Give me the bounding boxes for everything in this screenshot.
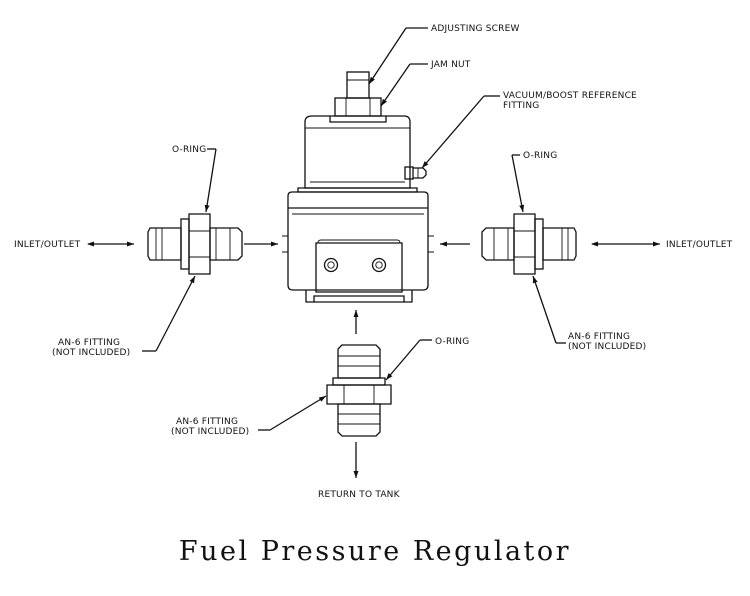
label-an6-left-line2: (NOT INCLUDED) [52,348,130,358]
jam-nut [334,97,382,117]
label-an6-bottom-line1: AN-6 FITTING [176,417,238,427]
adjusting-screw [346,71,370,99]
label-vacuum-ref-line2: FITTING [503,101,539,111]
left-an6-fitting [147,213,243,275]
label-inlet-outlet-left: INLET/OUTLET [14,240,81,250]
label-jam-nut: JAM NUT [430,60,471,70]
leader-lines [142,27,566,431]
label-inlet-outlet-right: INLET/OUTLET [666,240,733,250]
label-oring-right: O-RING [523,151,557,161]
label-an6-left-line1: AN-6 FITTING [58,338,120,348]
label-an6-right-line1: AN-6 FITTING [568,332,630,342]
diagram-caption: Fuel Pressure Regulator [178,536,572,567]
spring-housing [304,115,411,189]
label-oring-bottom: O-RING [435,337,469,347]
return-port-boss [305,239,413,303]
right-an6-fitting [481,213,577,275]
label-oring-left: O-RING [172,145,206,155]
regulator-body [282,71,434,303]
bottom-an6-fitting [326,344,392,437]
label-return-to-tank: RETURN TO TANK [318,490,401,500]
label-an6-right-line2: (NOT INCLUDED) [568,342,646,352]
label-adjusting-screw: ADJUSTING SCREW [431,24,520,34]
label-vacuum-ref-line1: VACUUM/BOOST REFERENCE [503,91,637,101]
flow-arrows [87,241,660,478]
vacuum-reference-fitting [404,166,427,180]
main-block [287,191,429,291]
label-an6-bottom-line2: (NOT INCLUDED) [171,427,249,437]
